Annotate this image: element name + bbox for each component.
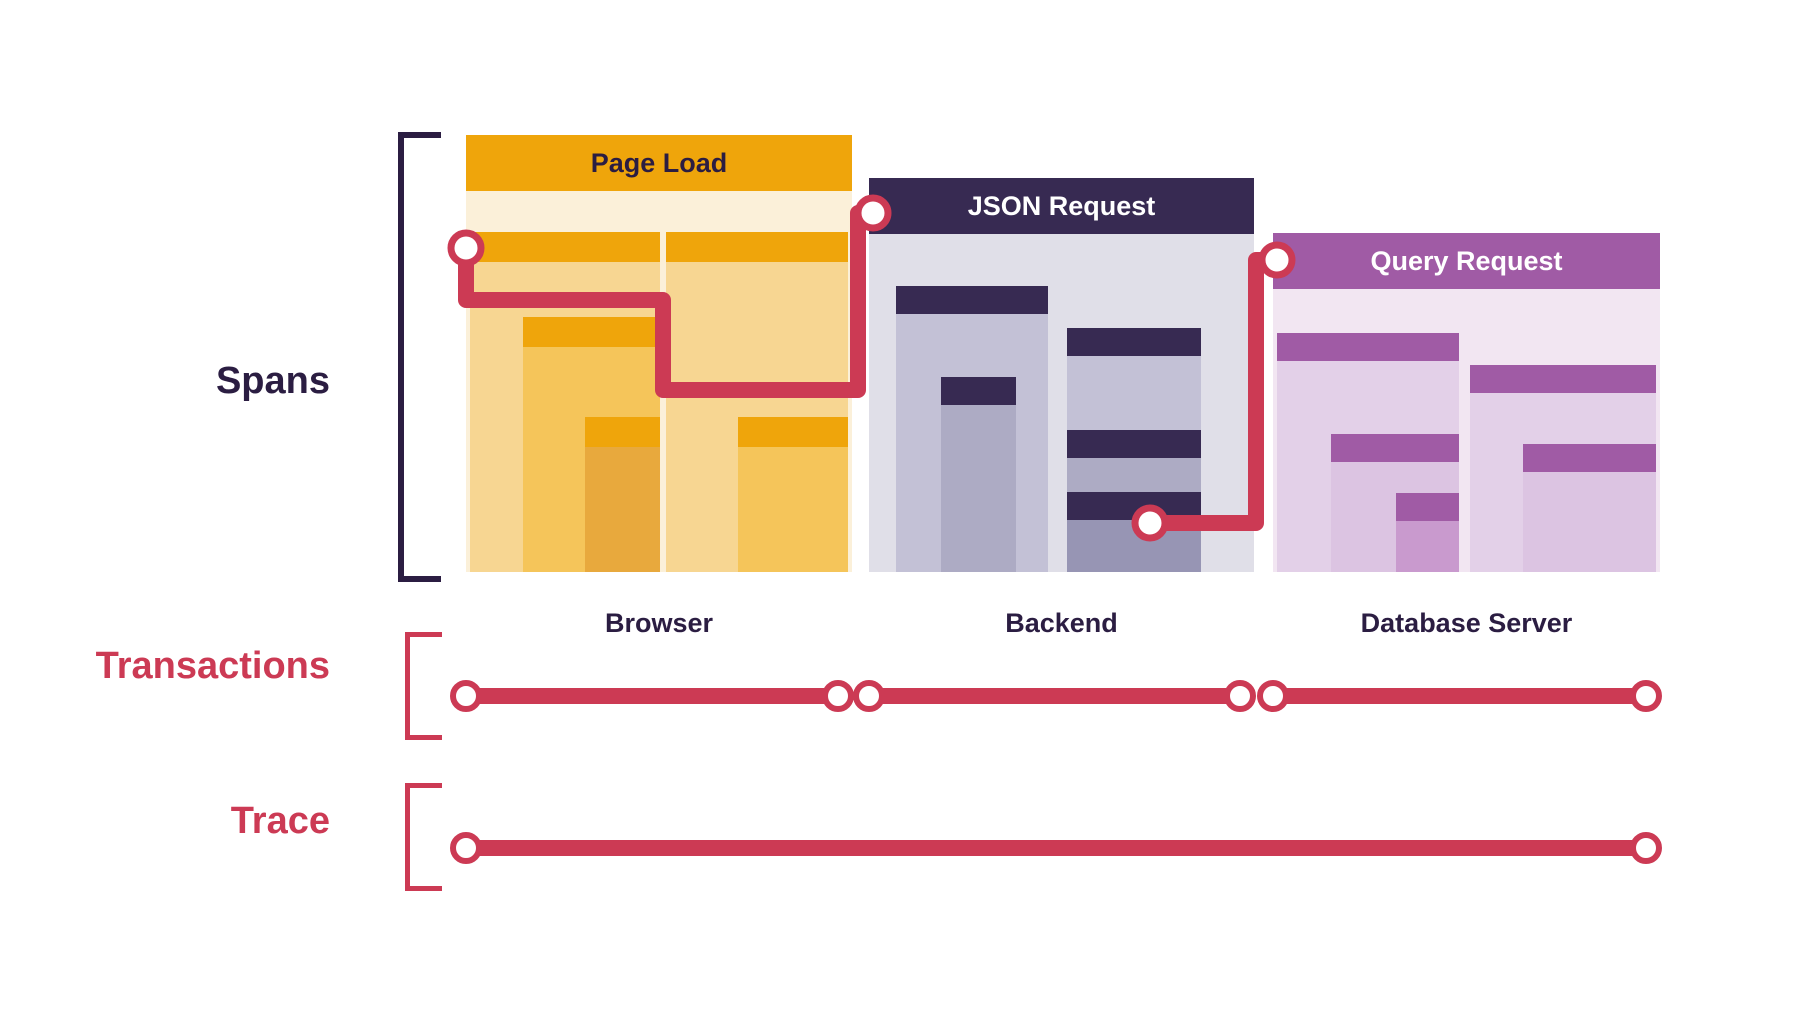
transaction-bar-browser-end-node[interactable] [822,680,854,712]
span-backend-2-body [941,405,1016,572]
span-database-5[interactable] [1523,444,1656,572]
span-browser-1-head [470,232,660,262]
trace-bar-end-node[interactable] [1630,832,1662,864]
transaction-bar-backend[interactable] [869,688,1254,704]
transaction-bar-browser-start-node[interactable] [450,680,482,712]
span-group-backend-title: JSON Request [869,178,1254,234]
span-database-5-body [1523,472,1656,572]
transaction-bar-backend-end-node[interactable] [1224,680,1256,712]
span-backend-1-head [896,286,1048,314]
span-group-browser[interactable]: Page Load [466,135,852,572]
span-group-database-body [1273,289,1660,572]
span-backend-2[interactable] [941,377,1016,572]
span-group-browser-title: Page Load [466,135,852,191]
span-database-3-head [1396,493,1459,521]
bracket-trace [405,783,442,891]
span-backend-5[interactable] [1067,492,1201,572]
span-group-backend[interactable]: JSON Request [869,178,1254,572]
bracket-transactions [405,632,442,740]
span-group-browser-body [466,191,852,572]
row-label-spans: Spans [215,360,330,402]
span-backend-3-head [1067,328,1201,356]
transaction-bar-database[interactable] [1273,688,1660,704]
span-backend-2-head [941,377,1016,405]
transaction-bar-database-start-node[interactable] [1257,680,1289,712]
row-label-transactions: Transactions [95,645,330,687]
span-database-1-head [1277,333,1459,361]
span-backend-5-body [1067,520,1201,572]
section-caption-browser: Browser [604,608,714,638]
row-label-trace: Trace [230,800,330,842]
span-browser-4-head [666,232,848,262]
span-browser-2-head [523,317,660,347]
bracket-spans [398,132,441,582]
span-database-5-head [1523,444,1656,472]
span-backend-5-head [1067,492,1201,520]
span-browser-3-head [585,417,660,447]
span-database-3[interactable] [1396,493,1459,572]
span-backend-4-head [1067,430,1201,458]
span-browser-5[interactable] [738,417,848,572]
span-browser-3[interactable] [585,417,660,572]
transaction-bar-browser[interactable] [466,688,852,704]
span-database-3-body [1396,521,1459,572]
transaction-bar-database-end-node[interactable] [1630,680,1662,712]
span-browser-5-head [738,417,848,447]
transaction-bar-backend-start-node[interactable] [853,680,885,712]
trace-bar[interactable] [466,840,1660,856]
span-browser-3-body [585,447,660,572]
section-caption-backend: Backend [1005,608,1118,638]
span-database-2-head [1331,434,1459,462]
section-caption-database: Database Server [1360,608,1573,638]
span-database-4-head [1470,365,1656,393]
span-group-database[interactable]: Query Request [1273,233,1660,572]
span-group-backend-body [869,234,1254,572]
span-browser-5-body [738,447,848,572]
span-group-database-title: Query Request [1273,233,1660,289]
trace-bar-start-node[interactable] [450,832,482,864]
